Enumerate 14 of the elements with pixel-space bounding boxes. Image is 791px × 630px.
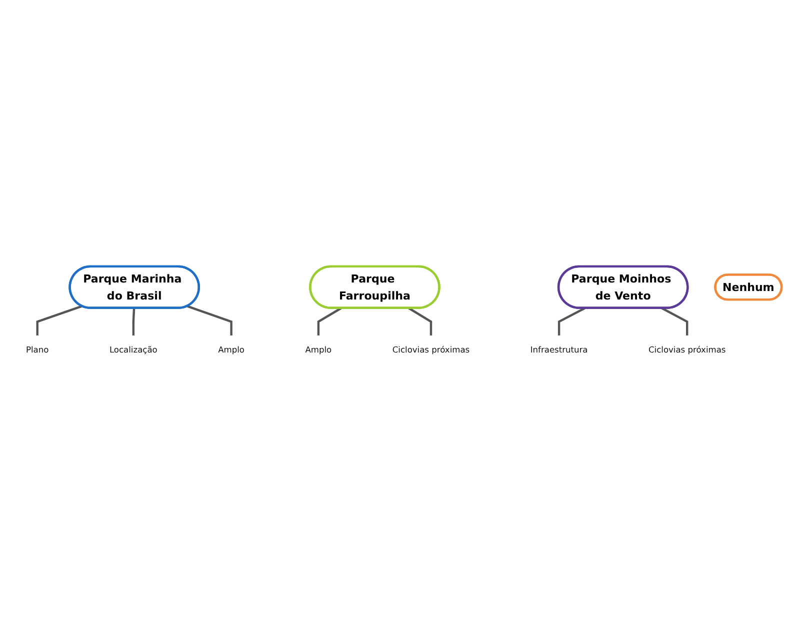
- connector: [558, 306, 586, 336]
- connector: [36, 304, 82, 336]
- connector: [661, 306, 688, 336]
- node-text: Infraestrutura: [530, 344, 588, 354]
- node-text: Ciclovias próximas: [648, 344, 726, 354]
- node-text: Plano: [26, 344, 49, 354]
- connector: [186, 304, 232, 336]
- connector: [132, 308, 136, 336]
- connector: [408, 306, 432, 336]
- node-text: Amplo: [218, 344, 244, 354]
- node-text: Ciclovias próximas: [392, 344, 470, 354]
- node-text: Localização: [109, 344, 158, 354]
- connector: [317, 306, 342, 336]
- node-text: Amplo: [305, 344, 332, 354]
